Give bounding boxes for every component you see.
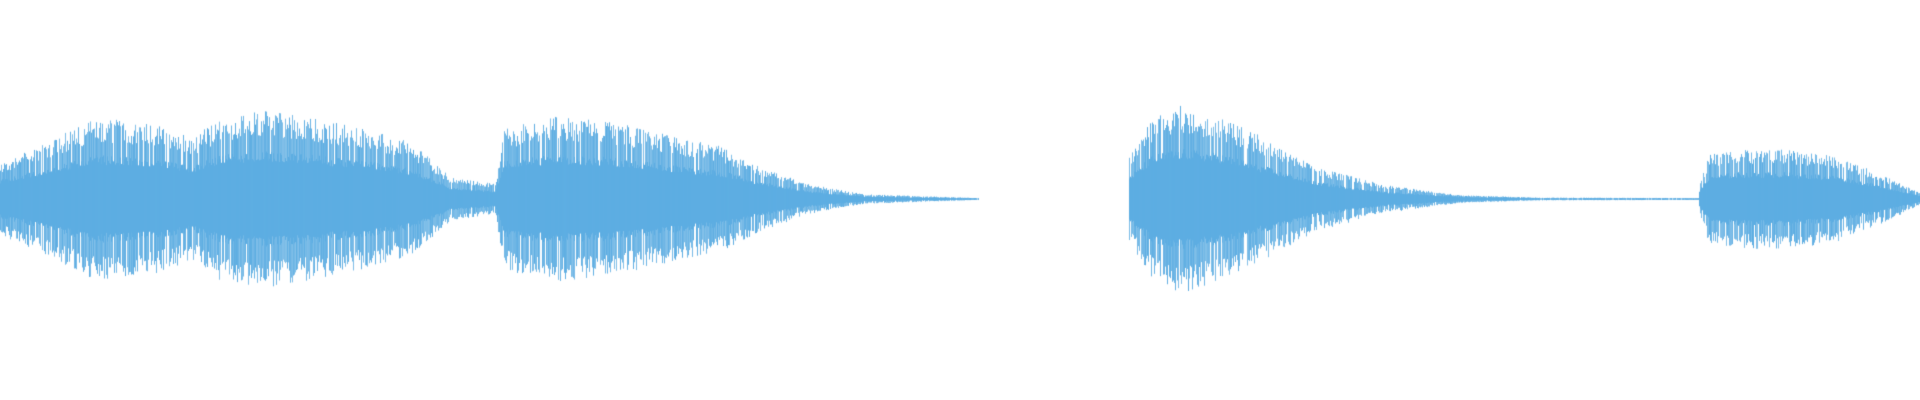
audio-waveform[interactable] xyxy=(0,0,1920,400)
